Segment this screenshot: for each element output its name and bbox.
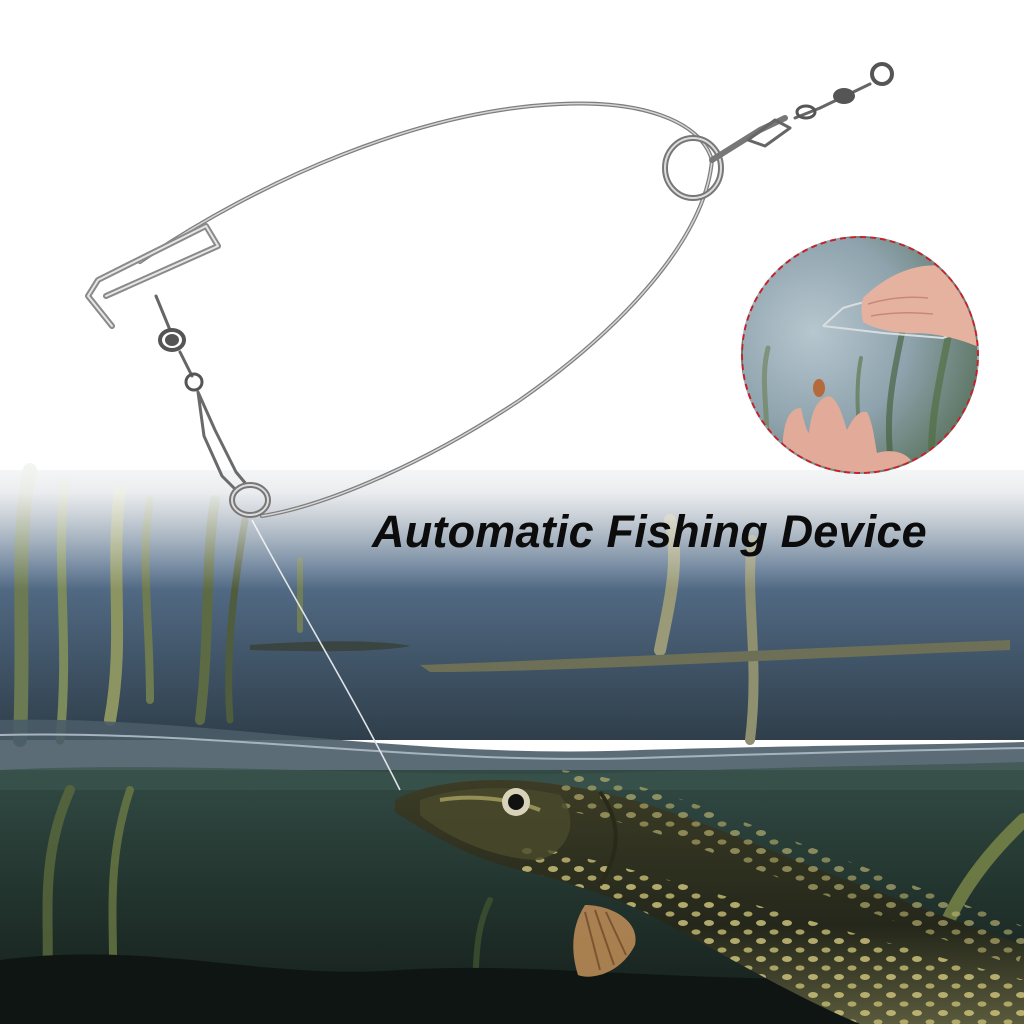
hands-holding-device-and-bait bbox=[761, 265, 977, 472]
pike-fish bbox=[395, 770, 1024, 1024]
inset-circle bbox=[741, 236, 979, 474]
headline: Automatic Fishing Device bbox=[372, 506, 927, 557]
